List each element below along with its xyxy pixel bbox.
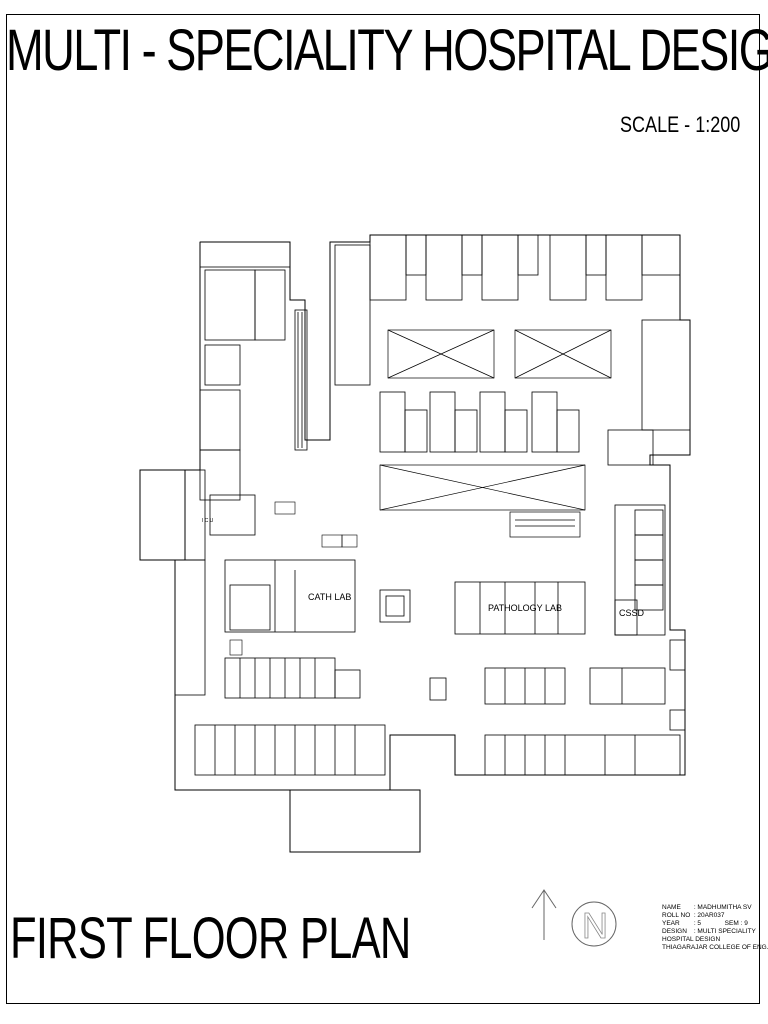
year-value: : 5 (693, 920, 702, 927)
roll-row: ROLL NO : 20AR037 (662, 912, 768, 920)
sem-label: SEM (724, 920, 739, 927)
roll-label: ROLL NO (662, 912, 691, 919)
year-label: YEAR (662, 920, 680, 927)
cssd-label: CSSD (619, 608, 645, 618)
year-row: YEAR : 5 SEM : 9 (662, 920, 768, 928)
name-value: : MADHUMITHA SV (693, 904, 752, 911)
design-row: DESIGN : MULTI SPECIALITY (662, 928, 768, 936)
north-arrow-icon: N (531, 889, 617, 947)
north-label: N (582, 905, 608, 946)
cath-lab-label: CATH LAB (308, 592, 351, 602)
pathology-lab-label: PATHOLOGY LAB (488, 603, 562, 613)
lower-right-rooms (429, 639, 686, 776)
cath-lab-block (224, 559, 411, 633)
design-value-2: HOSPITAL DESIGN (662, 936, 721, 943)
design-value: : MULTI SPECIALITY (693, 928, 756, 935)
left-wing-rooms (174, 241, 308, 696)
icu-label: I C U (202, 518, 214, 524)
lower-left-rooms (194, 657, 386, 776)
title-block: NAME : MADHUMITHA SV ROLL NO : 20AR037 Y… (662, 904, 768, 952)
plan-title: FIRST FLOOR PLAN (10, 906, 411, 971)
building-outline (139, 234, 691, 853)
scale-label: SCALE - 1:200 (620, 112, 741, 137)
name-label: NAME (662, 904, 681, 911)
floor-plan: CATH LAB PATHOLOGY LAB CSSD I C U (139, 234, 691, 853)
design-label: DESIGN (662, 928, 687, 935)
top-ward-rooms (334, 234, 681, 386)
pathology-lab-block (454, 581, 586, 635)
drawing-title: MULTI - SPECIALITY HOSPITAL DESIGN (6, 18, 768, 83)
drawing-sheet-border (6, 14, 760, 1004)
right-wing-rooms (607, 319, 691, 636)
courtyard-openings (379, 329, 612, 538)
roll-value: : 20AR037 (693, 912, 725, 919)
sem-value: : 9 (740, 920, 748, 927)
college-name: THIAGARAJAR COLLEGE OF ENG. (662, 944, 768, 951)
circulation-details (190, 501, 390, 791)
middle-ward-rooms (379, 391, 580, 453)
name-row: NAME : MADHUMITHA SV (662, 904, 768, 912)
